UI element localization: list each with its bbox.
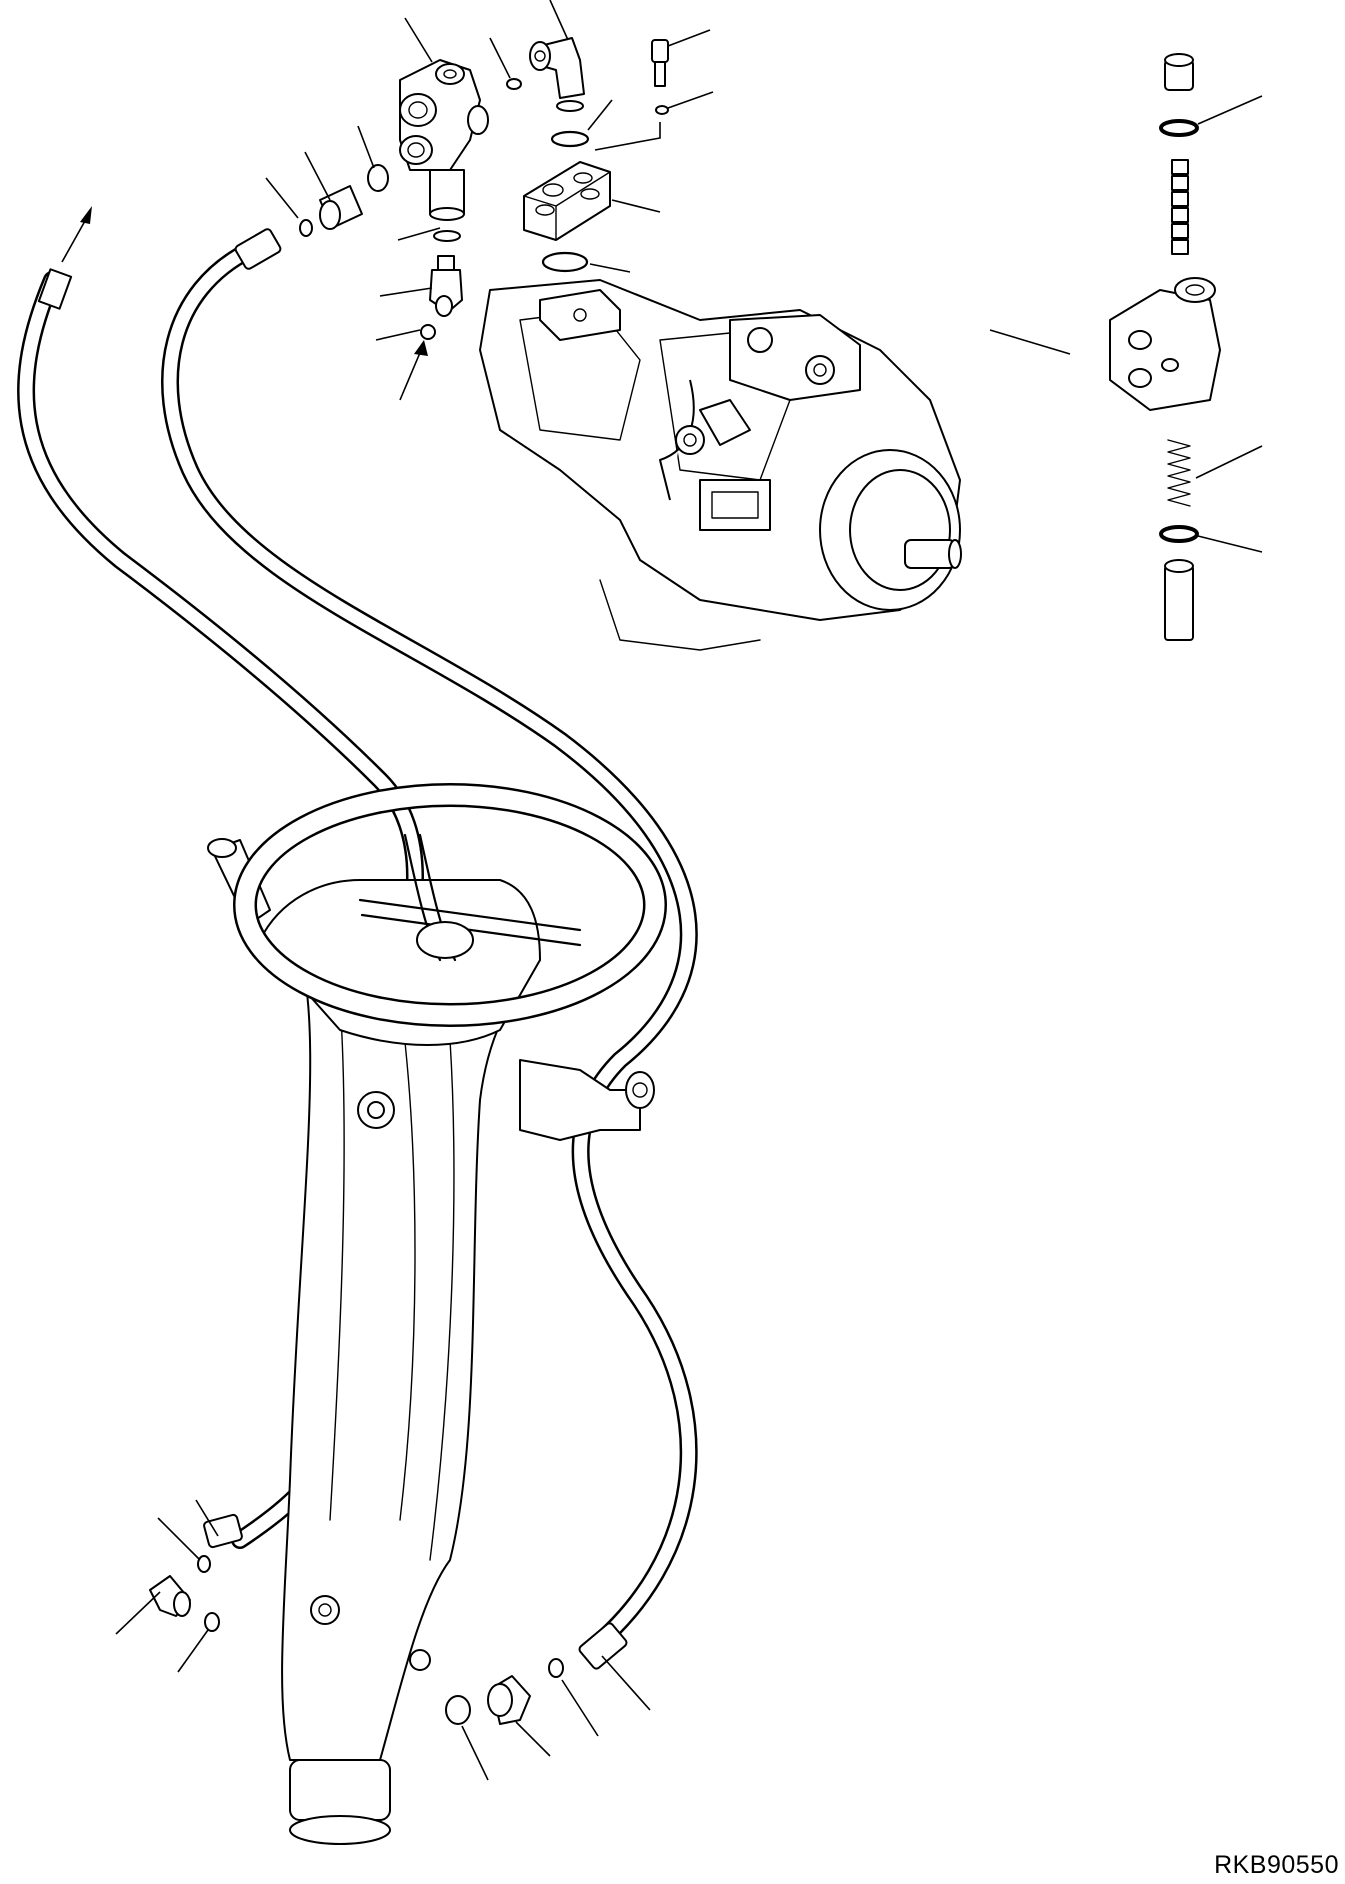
check-valve-exploded xyxy=(1109,53,1221,641)
bolt xyxy=(651,39,669,115)
adapter-fitting xyxy=(299,164,389,237)
valve-block xyxy=(399,59,489,221)
hydraulic-pump xyxy=(479,279,962,651)
leader-lines xyxy=(115,0,1263,1781)
mounting-plate xyxy=(523,130,611,273)
elbow-fitting-top xyxy=(506,37,585,112)
drawing-code-label: RKB90550 xyxy=(1214,1851,1339,1879)
bottom-left-fittings xyxy=(149,1513,243,1632)
main-hose xyxy=(161,228,698,1670)
bottom-right-fittings xyxy=(445,1658,564,1725)
direction-arrow-icon xyxy=(61,206,92,263)
steering-wheel xyxy=(233,783,667,1027)
elbow-fitting-mid xyxy=(420,230,463,340)
